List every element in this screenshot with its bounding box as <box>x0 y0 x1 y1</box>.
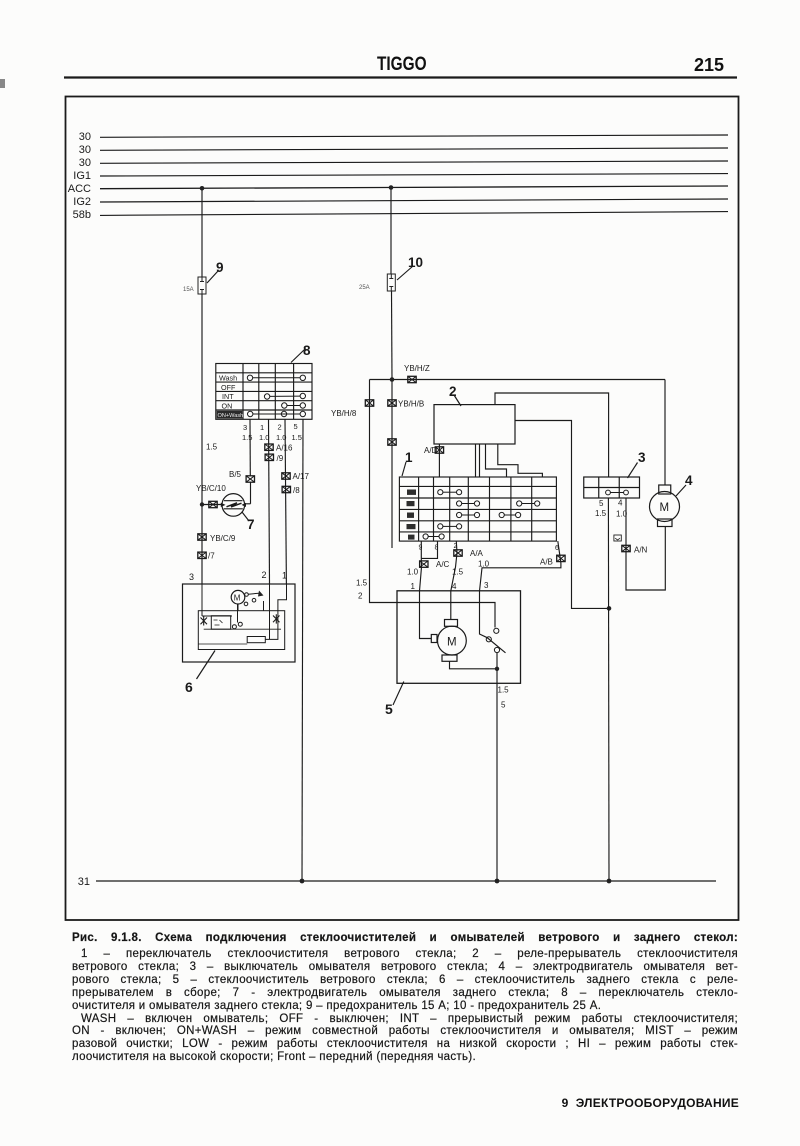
svg-text:1.0: 1.0 <box>276 433 286 442</box>
svg-text:1.5: 1.5 <box>292 433 302 442</box>
svg-text:/8: /8 <box>293 486 300 495</box>
svg-text:4: 4 <box>452 582 457 591</box>
svg-text:M: M <box>447 637 457 649</box>
svg-text:9: 9 <box>419 545 423 552</box>
svg-text:30: 30 <box>79 144 91 156</box>
svg-text:1.5: 1.5 <box>498 686 510 695</box>
svg-text:15A: 15A <box>183 287 194 293</box>
svg-text:8: 8 <box>303 343 311 358</box>
svg-text:30: 30 <box>79 157 91 169</box>
svg-text:7: 7 <box>247 517 255 532</box>
svg-text:1.5: 1.5 <box>242 433 252 442</box>
svg-text:3: 3 <box>189 572 194 582</box>
svg-text:9: 9 <box>216 260 224 275</box>
svg-text:4: 4 <box>618 499 623 508</box>
svg-text:ACC: ACC <box>68 183 91 195</box>
svg-text:A/C: A/C <box>436 560 450 569</box>
svg-text:1: 1 <box>282 571 287 581</box>
svg-text:1.0: 1.0 <box>478 559 490 568</box>
svg-text:IG2: IG2 <box>73 196 91 208</box>
svg-text:1.0: 1.0 <box>407 568 419 577</box>
svg-text:B/5: B/5 <box>229 470 242 479</box>
svg-text:25A: 25A <box>359 285 370 291</box>
svg-text:5: 5 <box>294 422 298 431</box>
svg-text:INT: INT <box>222 392 234 401</box>
svg-text:30: 30 <box>79 131 91 143</box>
svg-text:/9: /9 <box>277 454 284 463</box>
svg-text:5: 5 <box>599 499 604 508</box>
svg-text:A/16: A/16 <box>276 444 293 453</box>
svg-text:6: 6 <box>185 679 193 695</box>
svg-text:5: 5 <box>385 701 393 717</box>
svg-text:58b: 58b <box>73 209 91 221</box>
svg-text:3: 3 <box>243 423 247 432</box>
svg-text:2: 2 <box>262 570 267 580</box>
svg-text:8: 8 <box>435 545 439 552</box>
svg-text:OFF: OFF <box>221 383 236 392</box>
svg-text:2: 2 <box>449 384 457 399</box>
svg-text:1.5: 1.5 <box>356 579 368 588</box>
svg-text:1.0: 1.0 <box>616 510 628 519</box>
svg-text:2: 2 <box>454 543 458 550</box>
svg-text:YB/H/8: YB/H/8 <box>331 409 357 418</box>
svg-text:1.5: 1.5 <box>206 443 218 452</box>
svg-text:10: 10 <box>408 255 423 270</box>
svg-text:2: 2 <box>278 423 282 432</box>
svg-text:A/B: A/B <box>540 558 553 567</box>
svg-text:3: 3 <box>638 450 646 465</box>
svg-text:YB/H/Z: YB/H/Z <box>404 364 430 373</box>
svg-text:2: 2 <box>358 592 363 601</box>
svg-text:5: 5 <box>501 701 506 710</box>
svg-text:A/D: A/D <box>424 446 438 455</box>
svg-text:Wash: Wash <box>219 374 237 383</box>
svg-text:YB/C/9: YB/C/9 <box>210 534 236 543</box>
svg-text:1: 1 <box>405 450 413 465</box>
svg-text:YB/H/B: YB/H/B <box>398 400 424 409</box>
svg-text:1.5: 1.5 <box>452 568 464 577</box>
svg-text:1: 1 <box>260 423 264 432</box>
svg-text:A/17: A/17 <box>293 472 310 481</box>
svg-text:M: M <box>234 594 241 603</box>
svg-text:M: M <box>660 502 670 514</box>
svg-text:31: 31 <box>78 876 90 888</box>
svg-text:A/A: A/A <box>470 549 484 558</box>
svg-text:1.5: 1.5 <box>595 509 607 518</box>
svg-text:IG1: IG1 <box>73 170 91 182</box>
svg-text:A/N: A/N <box>634 546 648 555</box>
svg-text:/7: /7 <box>208 552 215 561</box>
svg-text:6: 6 <box>555 545 559 552</box>
svg-text:YB/C/10: YB/C/10 <box>196 484 226 493</box>
svg-text:ON: ON <box>222 401 233 410</box>
svg-text:1.0: 1.0 <box>259 433 269 442</box>
svg-text:3: 3 <box>484 581 489 590</box>
svg-text:4: 4 <box>685 473 693 488</box>
svg-text:ON+Wash: ON+Wash <box>218 413 244 419</box>
svg-text:1: 1 <box>411 582 416 591</box>
